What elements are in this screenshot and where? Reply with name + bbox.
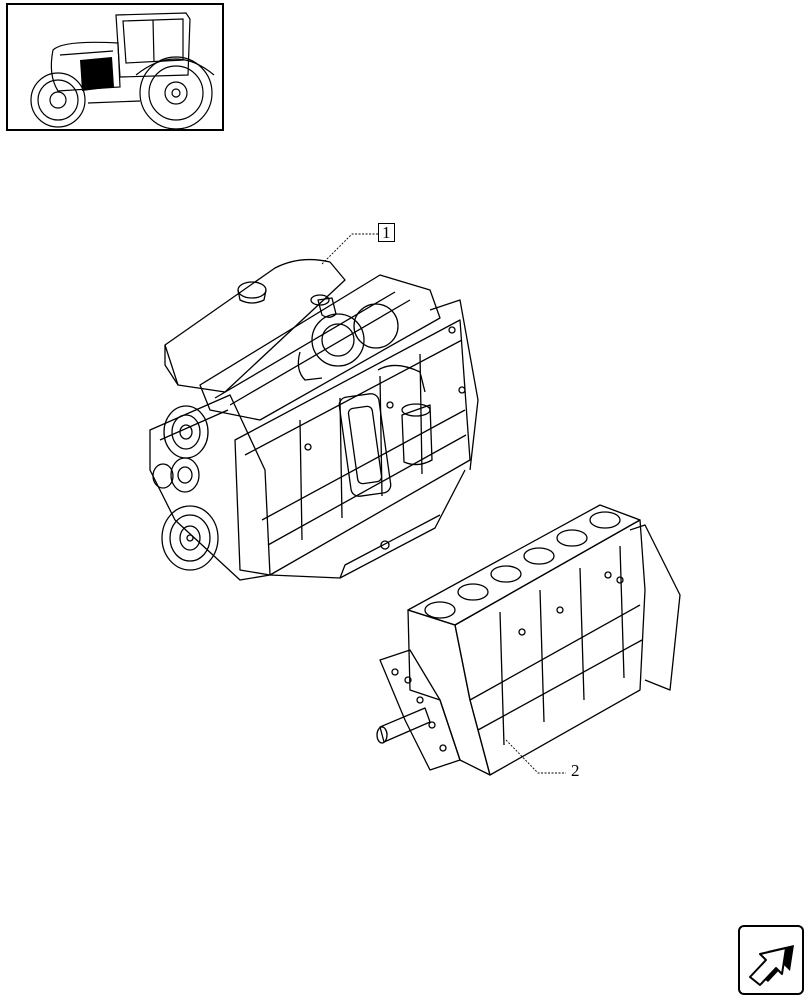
- callout-2: 2: [571, 761, 580, 780]
- tractor-thumbnail: [6, 3, 224, 131]
- leader-line-2: [505, 739, 566, 774]
- engine-assembly: [149, 258, 479, 581]
- tractor-icon: [30, 12, 215, 129]
- callout-1: 1: [378, 223, 395, 242]
- leader-line-1: [321, 233, 378, 265]
- arrow-down-left-icon: [749, 945, 794, 986]
- cylinder-block: [376, 504, 681, 776]
- navigate-back-button[interactable]: [738, 925, 804, 995]
